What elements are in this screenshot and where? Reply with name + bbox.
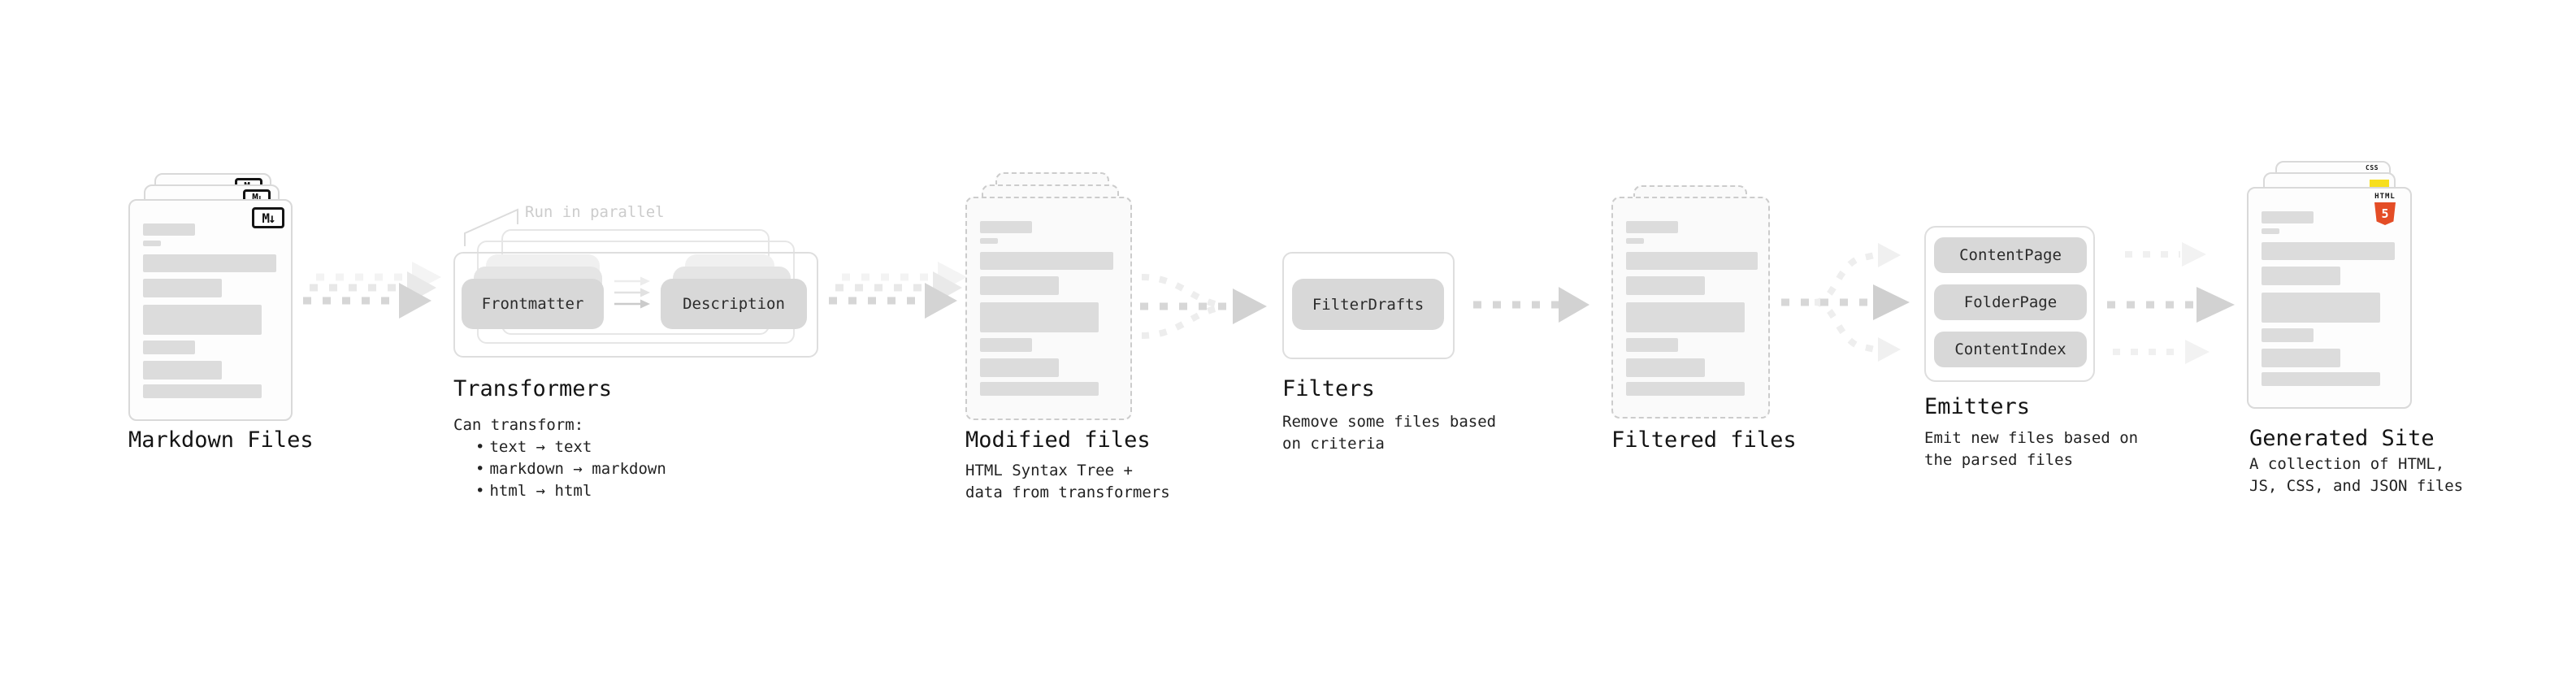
modified-file-card-front	[965, 197, 1132, 420]
content-bar	[980, 358, 1059, 377]
generated-file-card-html: HTML 5	[2247, 187, 2412, 409]
transformer-pill-description: Description	[661, 279, 807, 329]
content-bar	[980, 221, 1032, 233]
content-bar	[2262, 293, 2380, 323]
filtered-file-card-front	[1611, 197, 1770, 419]
content-bar	[1626, 238, 1644, 244]
filters-description: Remove some files based on criteria	[1282, 411, 1496, 455]
html5-icon-shield: 5	[2374, 202, 2396, 225]
modified-description: HTML Syntax Tree + data from transformer…	[965, 460, 1170, 504]
content-bar	[980, 276, 1059, 295]
desc-line: HTML Syntax Tree +	[965, 462, 1133, 479]
content-bar	[143, 254, 276, 272]
desc-line: data from transformers	[965, 484, 1170, 501]
desc-line: A collection of HTML,	[2249, 455, 2445, 473]
doc-content-bars	[967, 198, 1130, 396]
doc-content-bars	[1613, 198, 1768, 396]
content-bar	[980, 302, 1099, 332]
content-bar	[143, 279, 222, 297]
content-bar	[143, 340, 195, 354]
desc-line: the parsed files	[1924, 451, 2074, 469]
content-bar	[1626, 338, 1678, 352]
bullet-line: • text → text	[453, 436, 666, 458]
stage-label-filters: Filters	[1282, 376, 1375, 401]
emitter-pill-contentindex: ContentIndex	[1934, 332, 2087, 367]
content-bar	[1626, 252, 1758, 270]
content-bar	[1626, 221, 1678, 233]
content-bar	[2262, 211, 2314, 223]
bullet-text: markdown → markdown	[489, 460, 666, 478]
markdown-icon: M↓	[252, 207, 284, 228]
filter-pill-filterdrafts: FilterDrafts	[1292, 279, 1444, 330]
doc-content-bars	[130, 201, 291, 398]
desc-line: JS, CSS, and JSON files	[2249, 477, 2464, 495]
html5-icon-label: HTML	[2374, 193, 2396, 201]
desc-line: on criteria	[1282, 435, 1385, 453]
content-bar	[143, 305, 262, 335]
content-bar	[2262, 228, 2279, 234]
note-leader-line	[464, 208, 518, 246]
content-bar	[2262, 267, 2340, 285]
bullet-text: text → text	[489, 438, 592, 456]
arrow-filters-to-filtered	[1473, 287, 1589, 323]
emitter-pill-contentpage: ContentPage	[1934, 237, 2087, 273]
emitter-pill-folderpage: FolderPage	[1934, 284, 2087, 320]
stage-label-markdown-files: Markdown Files	[128, 427, 314, 453]
generated-description: A collection of HTML, JS, CSS, and JSON …	[2249, 453, 2463, 497]
desc-line: Remove some files based	[1282, 413, 1497, 431]
content-bar	[143, 361, 222, 380]
content-bar	[143, 241, 161, 246]
bullet-dot: •	[475, 438, 485, 456]
stage-label-emitters: Emitters	[1924, 394, 2031, 419]
bullet-line: • markdown → markdown	[453, 458, 666, 480]
doc-content-bars	[2249, 189, 2410, 386]
bullet-dot: •	[475, 482, 485, 500]
desc-line: Emit new files based on	[1924, 429, 2139, 447]
content-bar	[143, 223, 195, 236]
content-bar	[980, 338, 1032, 352]
content-bar	[980, 382, 1099, 396]
arrow-modified-to-filters	[1140, 274, 1267, 339]
content-bar	[1626, 302, 1745, 332]
arrow-transformers-to-modified	[829, 262, 967, 319]
content-bar	[980, 252, 1113, 270]
content-bar	[1626, 382, 1745, 396]
css-icon-label: CSS	[2366, 164, 2379, 171]
markdown-file-card-front: M↓	[128, 199, 293, 421]
arrow-emitters-to-generated	[2107, 242, 2235, 364]
bullet-line: • html → html	[453, 480, 666, 502]
stage-label-modified-files: Modified files	[965, 427, 1151, 453]
html5-icon: HTML 5	[2368, 193, 2402, 225]
stage-label-transformers: Transformers	[453, 376, 613, 401]
content-bar	[2262, 328, 2314, 342]
arrow-filtered-to-emitters	[1781, 243, 1910, 362]
transformer-pill-frontmatter: Frontmatter	[462, 279, 604, 329]
content-bar	[1626, 358, 1705, 377]
content-bar	[980, 238, 998, 244]
content-bar	[2262, 242, 2395, 260]
transformer-run-card-front	[453, 252, 818, 358]
run-in-parallel-note: Run in parallel	[525, 203, 665, 221]
bullet-dot: •	[475, 460, 485, 478]
emitters-description: Emit new files based on the parsed files	[1924, 427, 2138, 471]
transformers-description: Can transform: • text → text • markdown …	[453, 414, 666, 502]
content-bar	[2262, 372, 2380, 386]
content-bar	[1626, 276, 1705, 295]
transformer-inner-arrows	[614, 276, 650, 309]
stage-label-filtered-files: Filtered files	[1611, 427, 1797, 453]
stage-label-generated-site: Generated Site	[2249, 426, 2435, 451]
desc-line: Can transform:	[453, 416, 584, 434]
bullet-text: html → html	[489, 482, 592, 500]
arrow-markdown-to-transformers	[303, 262, 441, 319]
content-bar	[143, 384, 262, 398]
content-bar	[2262, 349, 2340, 367]
